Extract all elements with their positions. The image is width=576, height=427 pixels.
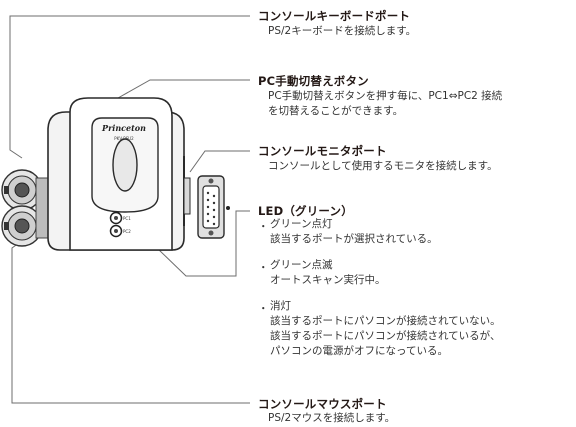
led-item-3-head: 消灯 <box>270 300 291 312</box>
device-brand-logo: Princeton <box>101 123 146 133</box>
kvm-switch-body <box>47 97 191 251</box>
ps2-connectors <box>1 169 49 247</box>
monitor-port-title: コンソールモニタポート <box>258 144 387 158</box>
led-item-2-head: グリーン点滅 <box>270 259 333 271</box>
monitor-port-desc: コンソールとして使用するモニタを接続します。 <box>268 160 498 172</box>
leader-line-switch <box>117 79 250 99</box>
led-bullet-1: ・ <box>258 221 269 233</box>
device-model-label: PKV-PSU2 <box>114 136 134 141</box>
leader-line-mouse <box>11 237 250 404</box>
leader-line-keyboard <box>9 15 250 159</box>
mouse-port-title: コンソールマウスポート <box>258 397 387 411</box>
switch-button-desc-line1: PC手動切替えボタンを押す毎に、PC1⇔PC2 接続 <box>268 90 503 102</box>
switch-button-title: PC手動切替えボタン <box>258 74 369 88</box>
led-item-3-line-2: 該当するポートにパソコンが接続されているが、 <box>270 330 501 342</box>
led-item-3-line-3: パソコンの電源がオフになっている。 <box>270 345 448 357</box>
led-bullet-3: ・ <box>258 303 269 315</box>
led-indicators <box>109 211 123 238</box>
mouse-port-desc: PS/2マウスを接続します。 <box>268 412 396 424</box>
led-item-3-line-1: 該当するポートにパソコンが接続されていない。 <box>270 315 501 327</box>
keyboard-port-title: コンソールキーボードポート <box>258 9 411 23</box>
leader-line-led <box>127 210 250 277</box>
keyboard-port-desc: PS/2キーボードを接続します。 <box>268 25 417 37</box>
led-item-2-line: オートスキャン実行中。 <box>270 274 386 286</box>
led-title: LED（グリーン） <box>258 204 353 218</box>
led1-label: PC1 <box>123 216 131 221</box>
led-bullet-2: ・ <box>258 262 269 274</box>
leader-line-monitor <box>189 150 250 173</box>
led-item-1-head: グリーン点灯 <box>270 218 333 230</box>
led2-label: PC2 <box>123 229 131 234</box>
vga-connector <box>197 175 230 239</box>
switch-button-desc-line2: を切替えることができます。 <box>268 105 404 117</box>
led-item-1-line: 該当するポートが選択されている。 <box>270 233 438 245</box>
